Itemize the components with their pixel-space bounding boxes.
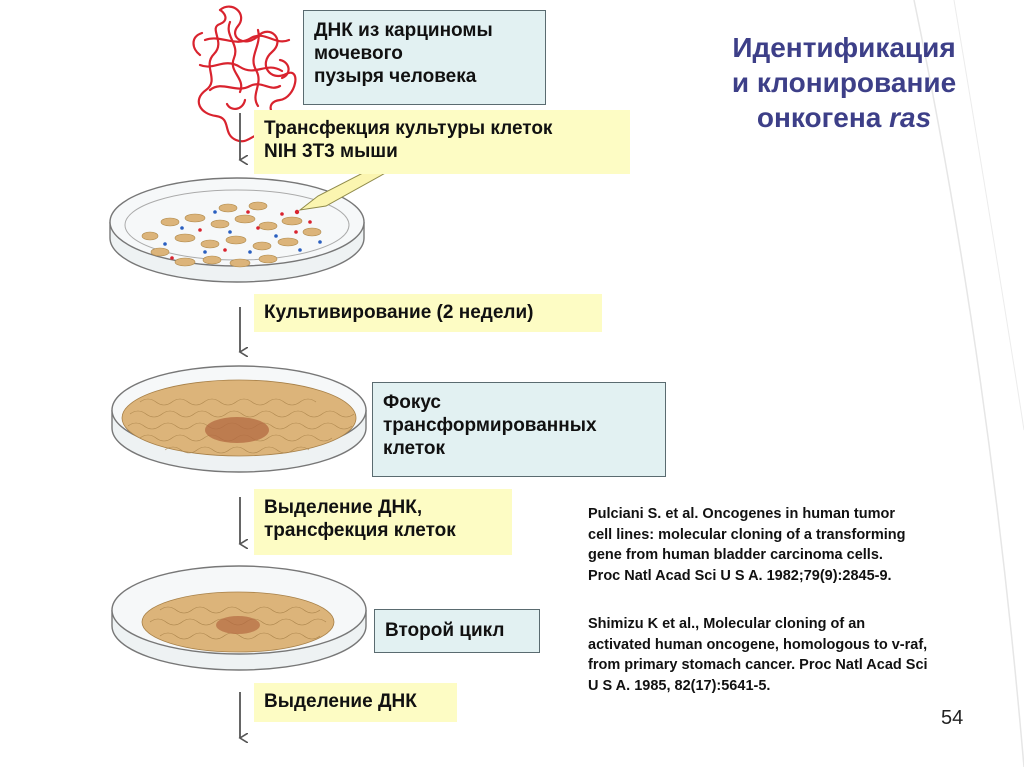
second-cycle-box: Второй цикл (374, 609, 540, 653)
petri-dish-3-icon (112, 566, 366, 670)
focus-box: Фокус трансформированных клеток (372, 382, 666, 477)
dna-isolation-step-box: Выделение ДНК (254, 683, 457, 722)
petri-dish-2-icon (112, 366, 366, 472)
reference-2: Shimizu K et al., Molecular cloning of a… (588, 614, 1008, 696)
reference-1: Pulciani S. et al. Oncogenes in human tu… (588, 504, 1008, 586)
isolation-transfection-step-box: Выделение ДНК, трансфекция клеток (254, 489, 512, 555)
cultivation-step-box: Культивирование (2 недели) (254, 294, 602, 332)
dna-source-box: ДНК из карциномы мочевого пузыря человек… (303, 10, 546, 105)
transfection-step-box: Трансфекция культуры клеток NIH 3T3 мыши (254, 110, 630, 174)
slide-title: Идентификация и клонирование онкогена ra… (684, 30, 1004, 135)
page-number: 54 (941, 707, 963, 730)
